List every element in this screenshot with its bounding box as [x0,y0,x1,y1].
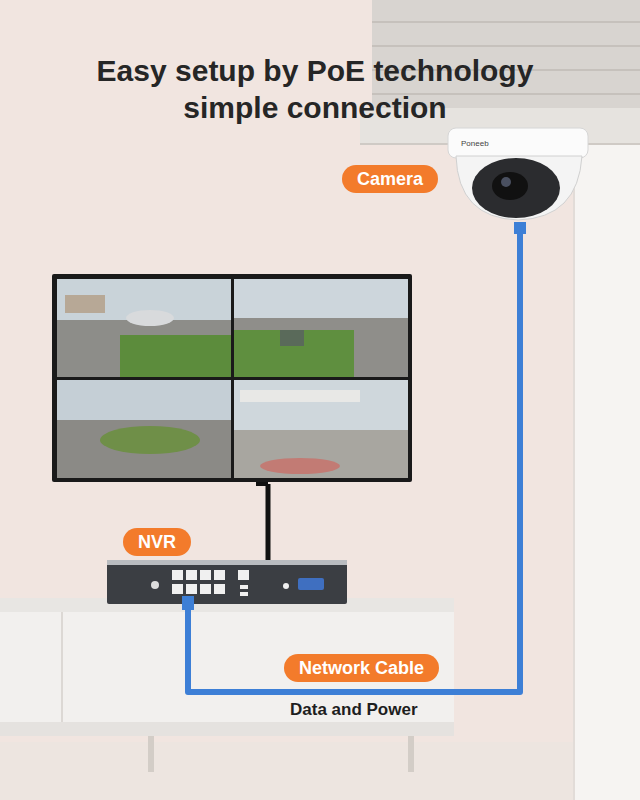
nvr-recorder-part [151,581,159,589]
dome-camera-part [456,156,582,220]
monitor-part [280,330,304,346]
nvr-recorder-part-part [200,570,211,580]
nvr-recorder-part-part [172,570,183,580]
tv-cabinet-part [61,612,63,736]
monitor-part [234,279,408,377]
monitor-part [57,320,231,377]
tv-cabinet-part [408,736,414,772]
title: Easy setup by PoE technology simple conn… [70,52,560,126]
tv-cabinet-part [148,736,154,772]
nvr-recorder-part-part [172,584,183,594]
nvr-recorder-part-part [238,570,249,580]
tv-cabinet-part [0,612,454,736]
pill-text: NVR [138,531,176,553]
pill-text: Camera [357,168,423,190]
nvr-recorder-part-part [240,585,248,589]
monitor [52,274,412,486]
monitor-part [65,295,105,313]
monitor-part [126,310,174,326]
ceiling-soffit-part [372,21,640,23]
monitor-part [234,380,408,478]
label-pill: Network Cable [284,654,439,682]
monitor-part [57,380,231,478]
dome-camera-part [501,177,511,187]
monitor-part [260,458,340,474]
monitor-part [100,426,200,454]
dome-camera-part [492,172,528,200]
nvr-recorder-part [107,560,347,565]
ceiling-soffit-part [372,45,640,47]
tv-cabinet-part [0,722,454,736]
brand-name: Poneeb [461,139,489,148]
wall-corner-part [573,140,575,800]
nvr-recorder-part [298,578,324,590]
nvr-recorder-part-part [240,592,248,596]
nvr-recorder-part [107,560,347,604]
monitor-part [57,279,231,377]
nvr-recorder-part-part [186,570,197,580]
monitor-part [234,330,354,377]
network-cable [182,232,520,692]
nvr-recorder-part-part [200,584,211,594]
monitor-part [120,335,231,377]
label-pill: NVR [123,528,191,556]
label-pill: Camera [342,165,438,193]
nvr-recorder-part-part [283,583,289,589]
dome-camera-part [448,128,588,158]
dome-camera-part [472,158,560,218]
nvr-recorder-part-part [214,570,225,580]
network-cable-part [188,232,520,692]
monitor-part [52,274,412,482]
floor [0,742,640,800]
wall-corner-part [574,140,640,800]
monitor-part [234,318,408,377]
nvr-recorder-part [172,570,289,596]
monitor-part [240,390,360,402]
pill-text: Network Cable [299,657,424,679]
tv-cabinet [0,598,454,772]
dome-camera [448,128,588,234]
monitor-part [57,420,231,478]
nvr-recorder-part-part [214,584,225,594]
nvr-recorder-part-part [186,584,197,594]
wall-corner [574,140,640,800]
nvr-recorder [107,560,347,604]
cable-note: Data and Power [290,700,418,720]
hdmi-cable-part [266,484,271,570]
network-cable-part [182,596,194,610]
monitor-part [234,430,408,478]
